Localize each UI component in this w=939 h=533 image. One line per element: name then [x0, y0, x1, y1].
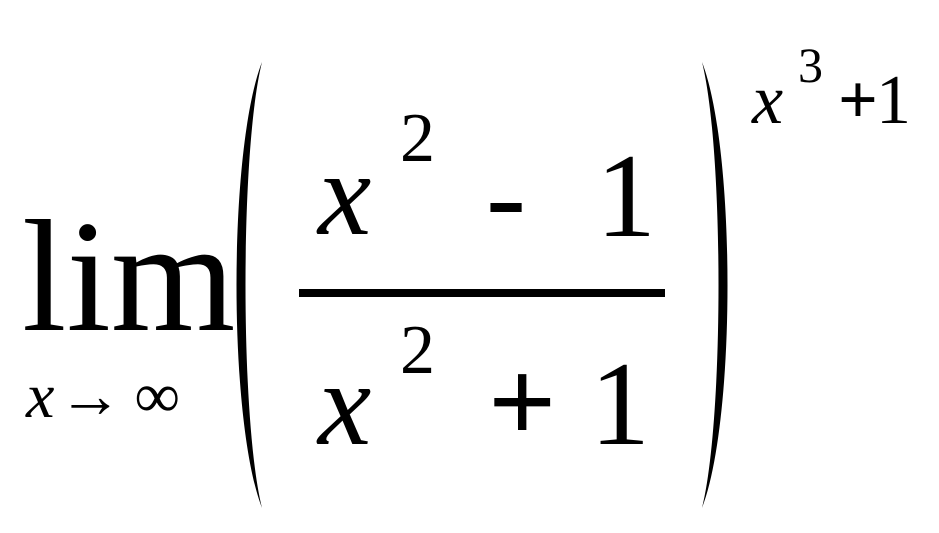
denominator-operator: +	[488, 335, 557, 468]
denominator-constant: 1	[590, 337, 650, 470]
denominator-exponent: 2	[400, 312, 435, 389]
power-operator: +	[838, 62, 878, 139]
numerator-variable: x	[318, 127, 372, 260]
fraction-bar	[299, 289, 665, 297]
power-exponent: 3	[798, 37, 823, 93]
lim-subscript: x→∞	[26, 364, 180, 428]
numerator-constant: 1	[596, 129, 656, 262]
lim-operator: lim	[22, 187, 236, 365]
power-constant: 1	[876, 62, 911, 139]
denominator-variable: x	[318, 337, 372, 470]
numerator-exponent: 2	[400, 100, 435, 177]
power-variable: x	[752, 62, 784, 139]
numerator-operator: -	[486, 129, 526, 262]
lim-target: ∞	[134, 360, 181, 431]
lim-arrow: →	[58, 360, 123, 431]
lim-variable: x	[26, 360, 55, 431]
right-parenthesis	[682, 60, 742, 510]
left-parenthesis	[222, 60, 282, 510]
